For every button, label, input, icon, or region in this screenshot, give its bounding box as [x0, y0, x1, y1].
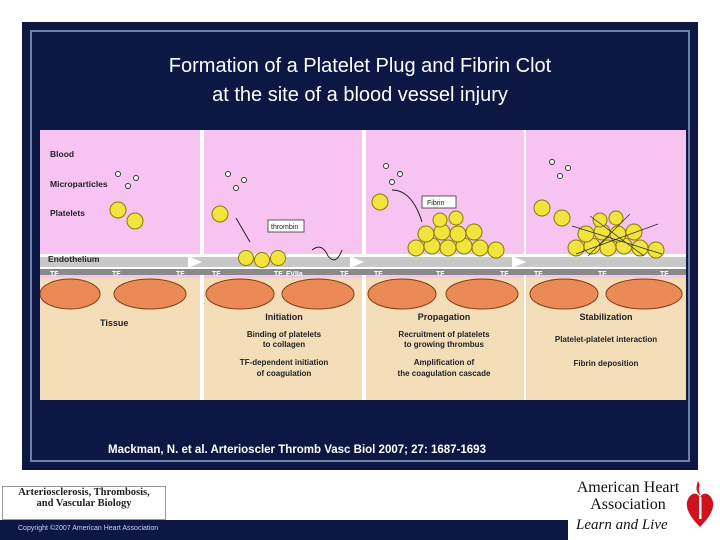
endothelium-label: Endothelium	[48, 254, 100, 264]
fibrin-mesh	[571, 213, 663, 257]
microparticles-panel-3	[383, 163, 403, 185]
platelets-panel-2	[211, 205, 286, 268]
svg-text:TF: TF	[660, 271, 669, 278]
stage-propagation-title: Propagation	[418, 312, 471, 322]
journal-logo: Arteriosclerosis, Thrombosis, and Vascul…	[2, 486, 166, 520]
svg-text:of coagulation: of coagulation	[257, 369, 312, 378]
citation: Mackman, N. et al. Arterioscler Thromb V…	[108, 444, 486, 456]
svg-text:TF: TF	[212, 271, 221, 278]
svg-text:TF: TF	[176, 271, 185, 278]
clot-formation-diagram: Blood Microparticles Platelets Endotheli…	[40, 130, 686, 400]
footer-strip	[0, 520, 720, 540]
microparticles-label: Microparticles	[50, 179, 108, 189]
svg-text:to growing thrombus: to growing thrombus	[404, 340, 485, 349]
fibrin-label: Fibrin	[427, 200, 445, 207]
slide-frame	[30, 30, 690, 462]
blood-label: Blood	[50, 149, 74, 159]
svg-text:TF: TF	[374, 271, 383, 278]
microparticles-panel-2	[225, 171, 247, 191]
svg-text:TF: TF	[112, 271, 121, 278]
microparticles-panel-1	[115, 171, 139, 189]
fibrin-box	[421, 195, 457, 209]
svg-text:Recruitment of platelets: Recruitment of platelets	[398, 330, 490, 339]
platelets-panel-4	[533, 199, 665, 259]
thrombin-box	[267, 219, 305, 233]
svg-text:Platelet-platelet interaction: Platelet-platelet interaction	[555, 335, 657, 344]
svg-text:TF: TF	[340, 271, 349, 278]
svg-text:TF: TF	[50, 271, 59, 278]
heart-torch-icon	[686, 481, 714, 527]
svg-text:Fibrin deposition: Fibrin deposition	[574, 359, 639, 368]
title-line-2: at the site of a blood vessel injury	[212, 84, 508, 106]
stage-stabilization-title: Stabilization	[579, 312, 632, 322]
svg-text:TF: TF	[534, 271, 543, 278]
platelets-panel-3	[371, 193, 505, 259]
aha-logo: American Heart Association Learn and Liv…	[568, 473, 720, 540]
tf-markers: TF TF TF TF TF TF TF TF TF TF TF TF	[50, 271, 669, 278]
svg-text:TF: TF	[500, 271, 509, 278]
svg-text:TF: TF	[598, 271, 607, 278]
injury-gap-1	[311, 246, 343, 261]
svg-text:TF-dependent initiation: TF-dependent initiation	[240, 358, 329, 367]
svg-text:Binding of platelets: Binding of platelets	[247, 330, 322, 339]
platelets-panel-1	[109, 201, 144, 230]
fviia-label: FVIIa	[286, 271, 303, 278]
endothelium-layer	[40, 254, 686, 275]
svg-text:Amplification of: Amplification of	[414, 358, 475, 367]
platelet-arrow-1	[235, 217, 251, 243]
microparticles-panel-4	[549, 159, 571, 179]
title-line-1: Formation of a Platelet Plug and Fibrin …	[168, 55, 552, 77]
copyright-text: Copyright ©2007 American Heart Associati…	[18, 525, 159, 532]
tissue-cells	[40, 278, 683, 310]
svg-text:TF: TF	[436, 271, 445, 278]
svg-text:the coagulation cascade: the coagulation cascade	[398, 369, 491, 378]
stage-arrows	[188, 256, 526, 268]
platelets-label: Platelets	[50, 208, 85, 218]
thrombin-label: thrombin	[271, 224, 298, 231]
tissue-label: Tissue	[100, 318, 128, 328]
svg-text:to collagen: to collagen	[263, 340, 305, 349]
slide-title: Formation of a Platelet Plug and Fibrin …	[60, 52, 660, 110]
stage-initiation-title: Initiation	[265, 312, 303, 322]
platelet-arrow-2	[391, 189, 423, 223]
svg-text:TF: TF	[274, 271, 283, 278]
